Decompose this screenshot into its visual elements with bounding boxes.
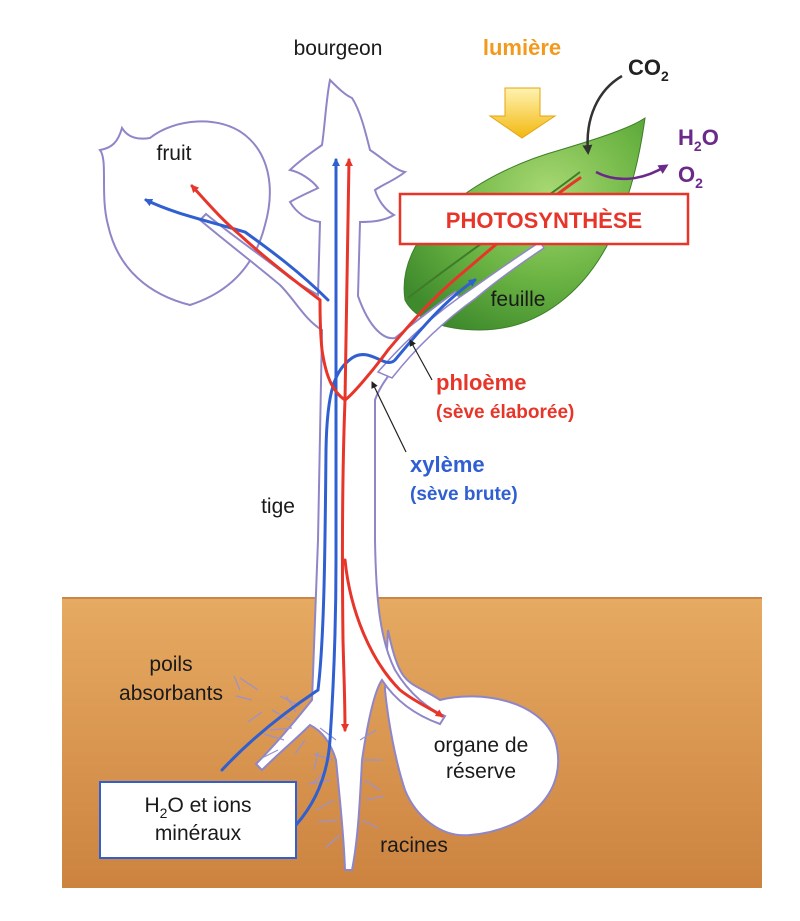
water-ions-box <box>99 781 297 859</box>
phloem-sublabel: (sève élaborée) <box>436 402 574 423</box>
root-hairs-label-2: absorbants <box>119 682 223 705</box>
roots-label: racines <box>380 834 448 857</box>
xylem-sublabel: (sève brute) <box>410 484 518 505</box>
fruit-label: fruit <box>156 142 191 165</box>
light-label: lumière <box>483 35 561 60</box>
xylem-pointer <box>371 381 407 453</box>
stem-label: tige <box>261 495 295 518</box>
co2-label: CO2 <box>628 55 669 84</box>
xylem-label: xylème <box>410 452 485 477</box>
reserve-organ <box>383 629 560 837</box>
gas-out-arrow <box>595 164 669 181</box>
reserve-organ-label-1: organe de <box>434 734 529 757</box>
light-arrow <box>488 87 557 139</box>
phloem-flow <box>190 158 582 732</box>
photosynthesis-label: PHOTOSYNTHÈSE <box>446 208 642 233</box>
h2o-out-label: H2O <box>678 125 719 154</box>
bud-label: bourgeon <box>294 37 383 60</box>
o2-out-label: O2 <box>678 162 703 191</box>
reserve-organ-label-2: réserve <box>446 760 516 783</box>
phloem-pointer <box>409 339 433 381</box>
water-ions-label-1: H2O et ions <box>144 794 251 821</box>
water-ions-label-2: minéraux <box>155 822 242 845</box>
xylem-flow <box>144 158 477 827</box>
photosynthesis-box <box>398 192 690 246</box>
leaf-label: feuille <box>491 288 546 311</box>
root-hairs-label-1: poils <box>149 653 192 676</box>
phloem-label: phloème <box>436 370 526 395</box>
co2-arrow <box>582 74 623 155</box>
plant-body <box>198 77 464 871</box>
